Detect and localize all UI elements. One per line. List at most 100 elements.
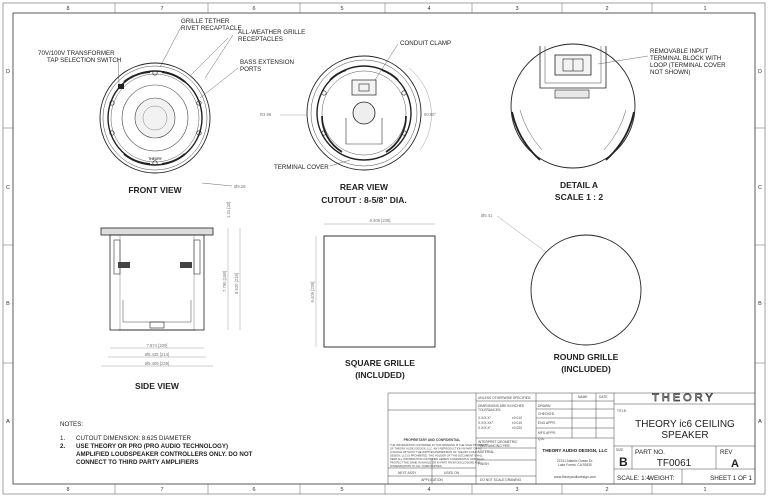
round-diameter-dim: Ø9.41 <box>481 213 493 218</box>
company-address-2: Lake Forest, CA 92630 <box>558 463 592 467</box>
terminal-cover-label: TERMINAL COVER <box>274 164 329 171</box>
svg-text:A WHOLE WITHOUT THE WRITTEN PE: A WHOLE WITHOUT THE WRITTEN PERMISSION O… <box>390 450 478 454</box>
round-grille-title-2: (INCLUDED) <box>561 364 611 374</box>
finish-label: FINISH <box>478 462 489 466</box>
svg-text:DISSEMINATION TO ALL THIRD PAR: DISSEMINATION TO ALL THIRD PARTIES. <box>390 464 443 468</box>
row-label: B <box>6 301 10 307</box>
side-dim-top-height: 1.31 [33] <box>226 202 231 218</box>
name-column-label: NAME <box>578 395 588 399</box>
note-2-line-1: USE THEORY OR PRO (PRO AUDIO TECHNOLOGY) <box>76 443 228 450</box>
side-view-drawing <box>100 227 214 331</box>
used-on-label: USED ON <box>444 471 460 475</box>
rear-view-title: REAR VIEW <box>340 182 389 192</box>
row-label: D <box>758 69 762 75</box>
mfg-appr-label: MFG APPR. <box>538 431 556 435</box>
tol-3-value: ±0.020 <box>512 426 522 430</box>
no-scale-label: DO NOT SCALE DRAWING <box>480 478 522 482</box>
square-dim-lines <box>315 223 435 347</box>
svg-text:PROTECT THE SAME IN WHOLE OR I: PROTECT THE SAME IN WHOLE OR IN PART FRO… <box>390 461 480 465</box>
drawn-label: DRAWN <box>538 404 551 408</box>
company-address-1: 23741 Atlantic Ocean Dr. <box>557 459 594 463</box>
row-labels-right: D C B A <box>758 69 762 425</box>
row-label: D <box>6 69 10 75</box>
col-label: 3 <box>515 487 518 493</box>
col-label: 1 <box>703 6 706 12</box>
side-dim-d3: Ø9.409 [239] <box>145 361 169 366</box>
part-no-label: PART NO. <box>635 449 665 456</box>
note-2-line-2: AMPLIFIED LOUDSPEAKER CONTROLLERS ONLY. … <box>76 451 253 458</box>
row-label: B <box>758 301 762 307</box>
note-2-number: 2. <box>60 443 65 450</box>
transformer-label-1: 70V/100V TRANSFORMER <box>38 50 115 57</box>
rear-dim-lines <box>280 67 432 151</box>
company-name: THEORY AUDIO DESIGN, LLC <box>542 448 608 453</box>
tol-1-label: X.X/X.X° <box>478 416 492 420</box>
company-website: www.theoryaudiodesign.com <box>554 475 596 479</box>
col-label: 7 <box>160 6 163 12</box>
conduit-clamp-label: CONDUIT CLAMP <box>400 40 451 47</box>
weight-label: WEIGHT: <box>648 475 674 482</box>
square-width-dim: 9.409 [239] <box>370 218 391 223</box>
note-1-text: CUTOUT DIMENSION: 8.625 DIAMETER <box>76 435 191 442</box>
material-label: MATERIAL <box>478 450 494 454</box>
note-1-number: 1. <box>60 435 65 442</box>
tol-2-value: ±0.010 <box>512 421 522 425</box>
square-grille-title-2: (INCLUDED) <box>355 370 405 380</box>
col-label: 4 <box>427 487 430 493</box>
tol-3-label: X.X/X.X° <box>478 426 492 430</box>
proprietary-heading: PROPRIETARY AND CONFIDENTIAL <box>404 438 461 442</box>
col-label: 6 <box>252 487 255 493</box>
rear-radius-dim: R3.98 <box>260 112 272 117</box>
drawing-title-2: SPEAKER <box>661 430 708 441</box>
tolerances-label: TOLERANCES: <box>478 408 501 412</box>
detail-callout-4: NOT SHOWN) <box>650 69 690 76</box>
row-label: C <box>6 185 10 191</box>
outer-border <box>2 2 766 495</box>
rev-value: A <box>731 458 739 470</box>
size-label: SIZE <box>616 448 624 452</box>
detail-a-drawing <box>510 43 636 169</box>
theory-logo: THEORY <box>652 392 713 405</box>
column-labels-bottom: 8 7 6 5 4 3 2 1 <box>66 487 706 493</box>
col-label: 8 <box>66 6 69 12</box>
transformer-label-2: TAP SELECTION SWITCH <box>47 57 121 64</box>
tol-1-value: ±0.010 <box>512 416 522 420</box>
inner-border <box>12 12 756 485</box>
part-no-value: TF0061 <box>657 458 692 469</box>
row-label: C <box>758 185 762 191</box>
front-view-drawing <box>99 62 211 174</box>
detail-a-subtitle: SCALE 1 : 2 <box>555 192 603 202</box>
square-grille-outline <box>323 235 436 348</box>
round-grille-title-1: ROUND GRILLE <box>554 352 619 362</box>
col-label: 6 <box>252 6 255 12</box>
date-column-label: DATE <box>599 395 608 399</box>
proprietary-text: THE INFORMATION CONTAINED IN THIS DRAWIN… <box>390 443 488 468</box>
col-label: 4 <box>427 6 430 12</box>
front-diameter-dim: Ø9.28 <box>234 184 246 189</box>
unless-label: UNLESS OTHERWISE SPECIFIED: <box>478 396 531 400</box>
front-view-title: FRONT VIEW <box>128 185 182 195</box>
eng-appr-label: ENG APPR. <box>538 421 556 425</box>
rear-view-subtitle: CUTOUT : 8-5/8" DIA. <box>321 195 407 205</box>
tol-2-label: X.X/X.XX° <box>478 421 494 425</box>
col-label: 3 <box>515 6 518 12</box>
side-dim-body-height: 7.790 [198] <box>222 271 227 292</box>
rear-leaders <box>329 43 399 167</box>
title-label: TITLE: <box>617 409 627 413</box>
column-labels-top: 8 7 6 5 4 3 2 1 <box>66 6 706 12</box>
row-label: A <box>758 419 762 425</box>
svg-text:DESIGN, LLC IS PROHIBITED. THE: DESIGN, LLC IS PROHIBITED. THE HOLDER OF… <box>390 454 483 458</box>
col-label: 1 <box>703 487 706 493</box>
side-view-title: SIDE VIEW <box>135 381 180 391</box>
front-logo: THEORY <box>148 157 162 161</box>
checked-label: CHECKED <box>538 412 555 416</box>
rev-label: REV <box>720 450 732 456</box>
note-2-line-3: CONNECT TO THIRD PARTY AMPLIFIERS <box>76 459 199 466</box>
front-leaders <box>117 26 239 187</box>
detail-callout-1: REMOVABLE INPUT <box>650 48 709 55</box>
detail-callout-3: LOOP (TERMINAL COVER <box>650 62 726 69</box>
title-block-lines <box>387 392 755 484</box>
bass-port-label-1: BASS EXTENSION <box>240 59 294 66</box>
